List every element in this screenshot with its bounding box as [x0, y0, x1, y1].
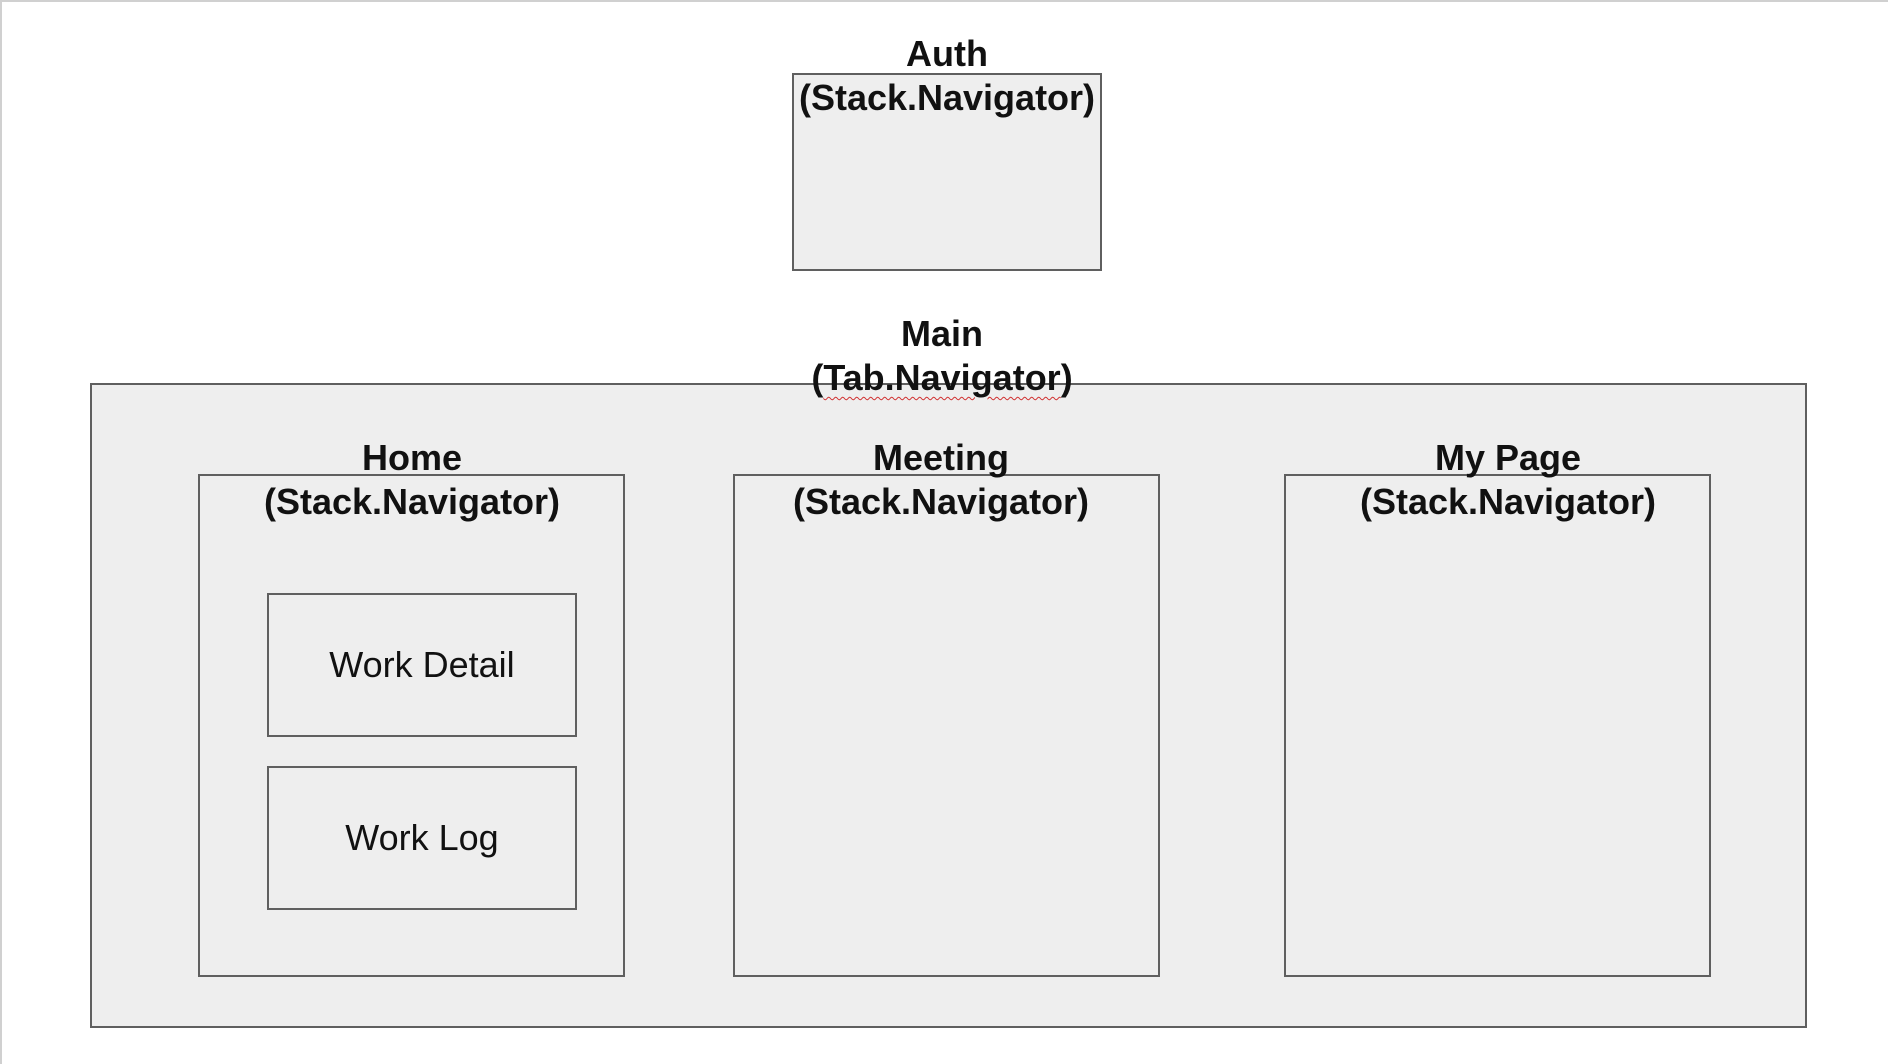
- main-navigator-type-word: Tab.Navigator: [823, 357, 1061, 398]
- work-log-screen-label: Work Log: [345, 817, 499, 858]
- meeting-navigator-title: Meeting (Stack.Navigator): [741, 436, 1141, 524]
- main-navigator-type-close: ): [1060, 357, 1073, 398]
- home-navigator-title: Home (Stack.Navigator): [212, 436, 612, 524]
- main-navigator-name: Main: [900, 313, 983, 354]
- auth-navigator-type: (Stack.Navigator): [798, 77, 1096, 118]
- home-navigator-name: Home: [361, 437, 463, 478]
- main-navigator-type-open: (: [811, 357, 824, 398]
- work-detail-screen-box: [267, 593, 577, 737]
- auth-navigator-box: [792, 73, 1102, 271]
- home-navigator-type: (Stack.Navigator): [263, 481, 561, 522]
- main-navigator-type: (Tab.Navigator): [742, 356, 1142, 400]
- my-page-navigator-name: My Page: [1434, 437, 1582, 478]
- meeting-navigator-box: [733, 474, 1160, 977]
- work-log-screen-box: [267, 766, 577, 910]
- work-detail-screen-label: Work Detail: [329, 644, 515, 685]
- auth-navigator-name: Auth: [906, 33, 988, 74]
- my-page-navigator-title: My Page (Stack.Navigator): [1308, 436, 1708, 524]
- my-page-navigator-box: [1284, 474, 1711, 977]
- meeting-navigator-type: (Stack.Navigator): [792, 481, 1090, 522]
- auth-navigator-title: Auth (Stack.Navigator): [752, 32, 1142, 120]
- main-navigator-title: Main (Tab.Navigator): [742, 312, 1142, 400]
- my-page-navigator-type: (Stack.Navigator): [1359, 481, 1657, 522]
- meeting-navigator-name: Meeting: [872, 437, 1009, 478]
